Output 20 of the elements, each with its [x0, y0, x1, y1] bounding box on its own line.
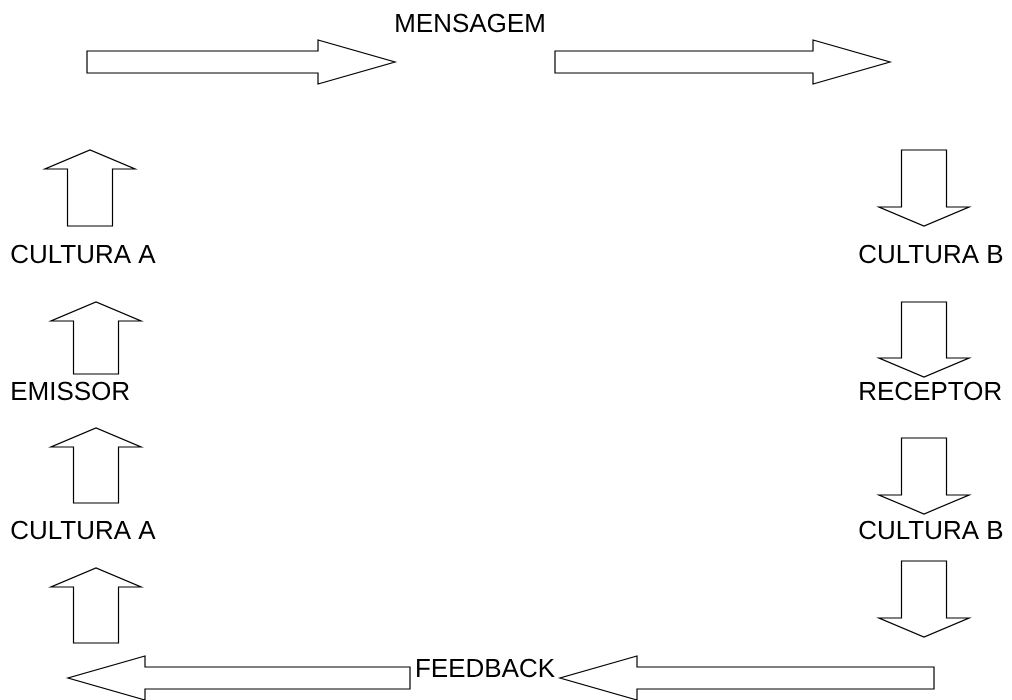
- block-arrow: [86, 39, 398, 85]
- block-arrow: [42, 149, 138, 227]
- block-arrow: [876, 437, 972, 515]
- block-arrow: [48, 301, 144, 375]
- stage-label: FEEDBACK: [417, 658, 555, 678]
- block-arrow: [48, 567, 144, 644]
- block-arrow: [876, 560, 972, 638]
- stage-label: EMISSOR: [12, 381, 129, 401]
- stage-label: CULTURA A: [11, 520, 156, 540]
- block-arrow: [48, 427, 144, 504]
- block-arrow: [876, 301, 972, 378]
- stage-label: CULTURA A: [11, 244, 156, 264]
- stage-label: MENSAGEM: [396, 13, 544, 33]
- stage-label: CULTURA B: [859, 520, 1003, 540]
- stage-label: CULTURA B: [859, 244, 1003, 264]
- block-arrow: [876, 149, 972, 227]
- stage-label: RECEPTOR: [860, 381, 1001, 401]
- block-arrow: [554, 39, 893, 85]
- block-arrow: [65, 655, 411, 700]
- block-arrow: [557, 655, 935, 700]
